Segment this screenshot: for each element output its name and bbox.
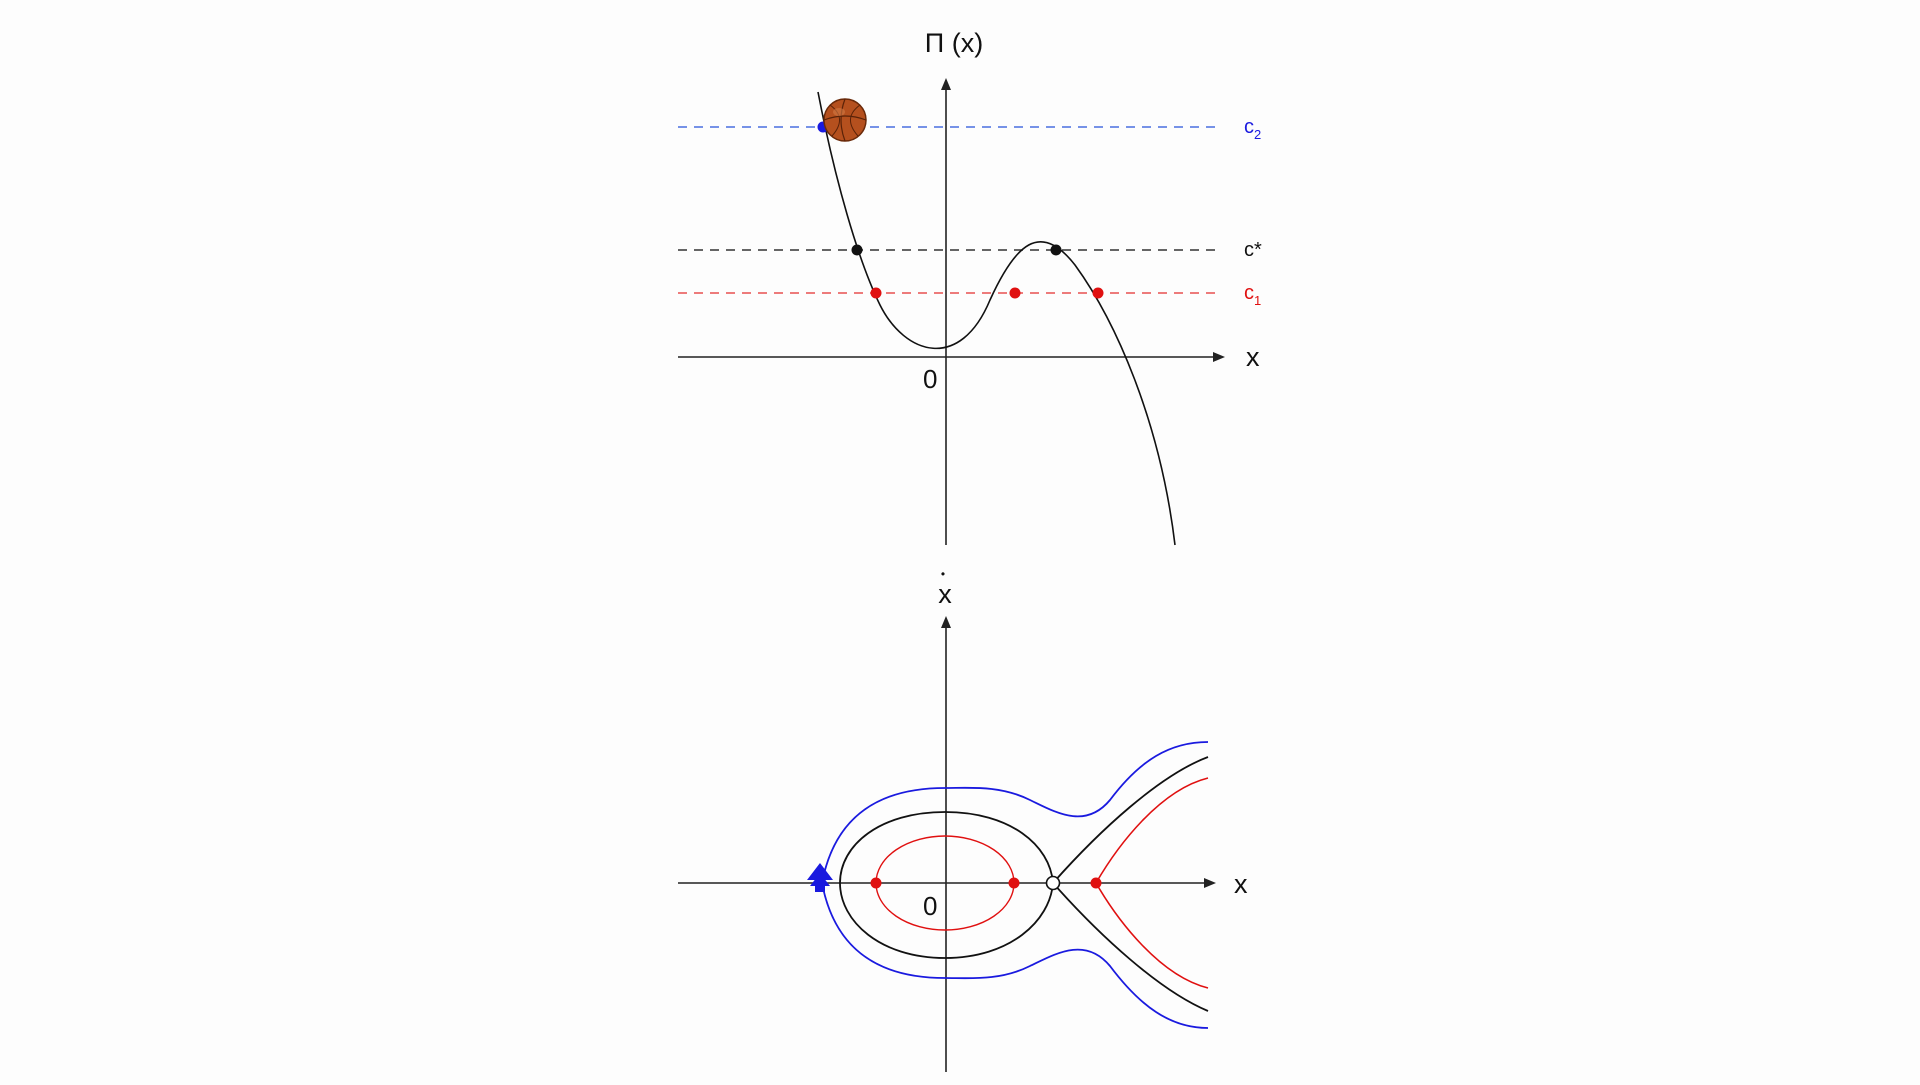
phase-y-axis-label: x xyxy=(938,579,952,609)
basketball-icon xyxy=(823,98,867,142)
level-label-c2: c2 xyxy=(1244,116,1261,142)
potential-plot: Π (x) x 0 c2 c* c1 xyxy=(678,28,1262,546)
level-label-c1: c1 xyxy=(1244,282,1261,308)
top-origin-label: 0 xyxy=(923,364,937,394)
phase-origin-label: 0 xyxy=(923,891,937,921)
level-label-cstar: c* xyxy=(1244,239,1262,261)
point-c1-right-phase xyxy=(1090,877,1102,889)
x-axis-arrowhead xyxy=(1213,352,1225,362)
phase-y-axis-dot: • xyxy=(941,567,945,581)
point-c1-right xyxy=(1092,287,1104,299)
point-c1-left-phase xyxy=(870,877,882,889)
phase-plane-plot: • x x 0 xyxy=(678,567,1248,1072)
separatrix-branches xyxy=(1051,756,1209,1012)
separatrix-homoclinic xyxy=(839,811,1054,959)
potential-curve xyxy=(817,91,1176,546)
phase-x-axis-arrowhead xyxy=(1204,878,1216,888)
direction-arrow-icon xyxy=(807,863,833,892)
point-cstar-left xyxy=(851,244,863,256)
y-axis-arrowhead xyxy=(941,78,951,90)
phase-y-axis-arrowhead xyxy=(941,616,951,628)
point-c1-middle-phase xyxy=(1008,877,1020,889)
saddle-point xyxy=(1045,875,1061,891)
potential-axis-label: Π (x) xyxy=(925,28,983,58)
point-c1-left xyxy=(870,287,882,299)
phase-x-axis-label: x xyxy=(1234,869,1248,899)
top-x-axis-label: x xyxy=(1246,342,1260,372)
point-cstar-max xyxy=(1050,244,1062,256)
point-c1-middle xyxy=(1009,287,1021,299)
